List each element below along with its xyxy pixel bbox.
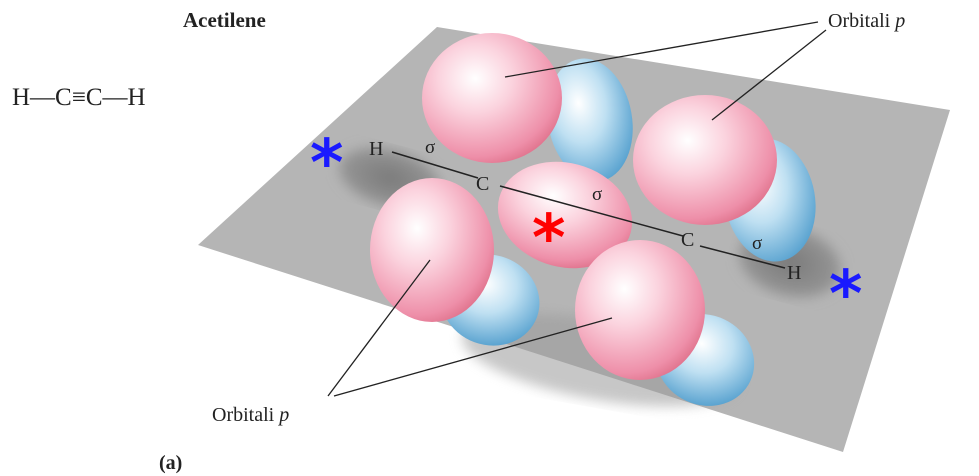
label-p-orbitals-bottom: Orbitali p <box>212 404 289 426</box>
atom-c-right: C <box>681 229 694 251</box>
atom-h-left: H <box>369 138 383 160</box>
part-label: (a) <box>159 452 182 474</box>
sigma-label-left: σ <box>425 137 435 158</box>
diagram-title: Acetilene <box>183 8 266 32</box>
marker-right: * <box>829 258 862 332</box>
pink-lobe-top-left <box>422 33 562 163</box>
marker-left: * <box>310 127 343 201</box>
sigma-label-right: σ <box>752 233 762 254</box>
atom-h-right: H <box>787 262 801 284</box>
atom-c-left: C <box>476 173 489 195</box>
marker-center: * <box>532 202 565 276</box>
sigma-label-center: σ <box>592 184 602 205</box>
label-p-orbitals-top: Orbitali p <box>828 10 905 32</box>
pink-lobe-bottom-left <box>370 178 494 322</box>
pink-lobe-top-right <box>633 95 777 225</box>
structural-formula: H—C≡C—H <box>12 84 146 111</box>
pink-lobe-bottom-right <box>575 240 705 380</box>
